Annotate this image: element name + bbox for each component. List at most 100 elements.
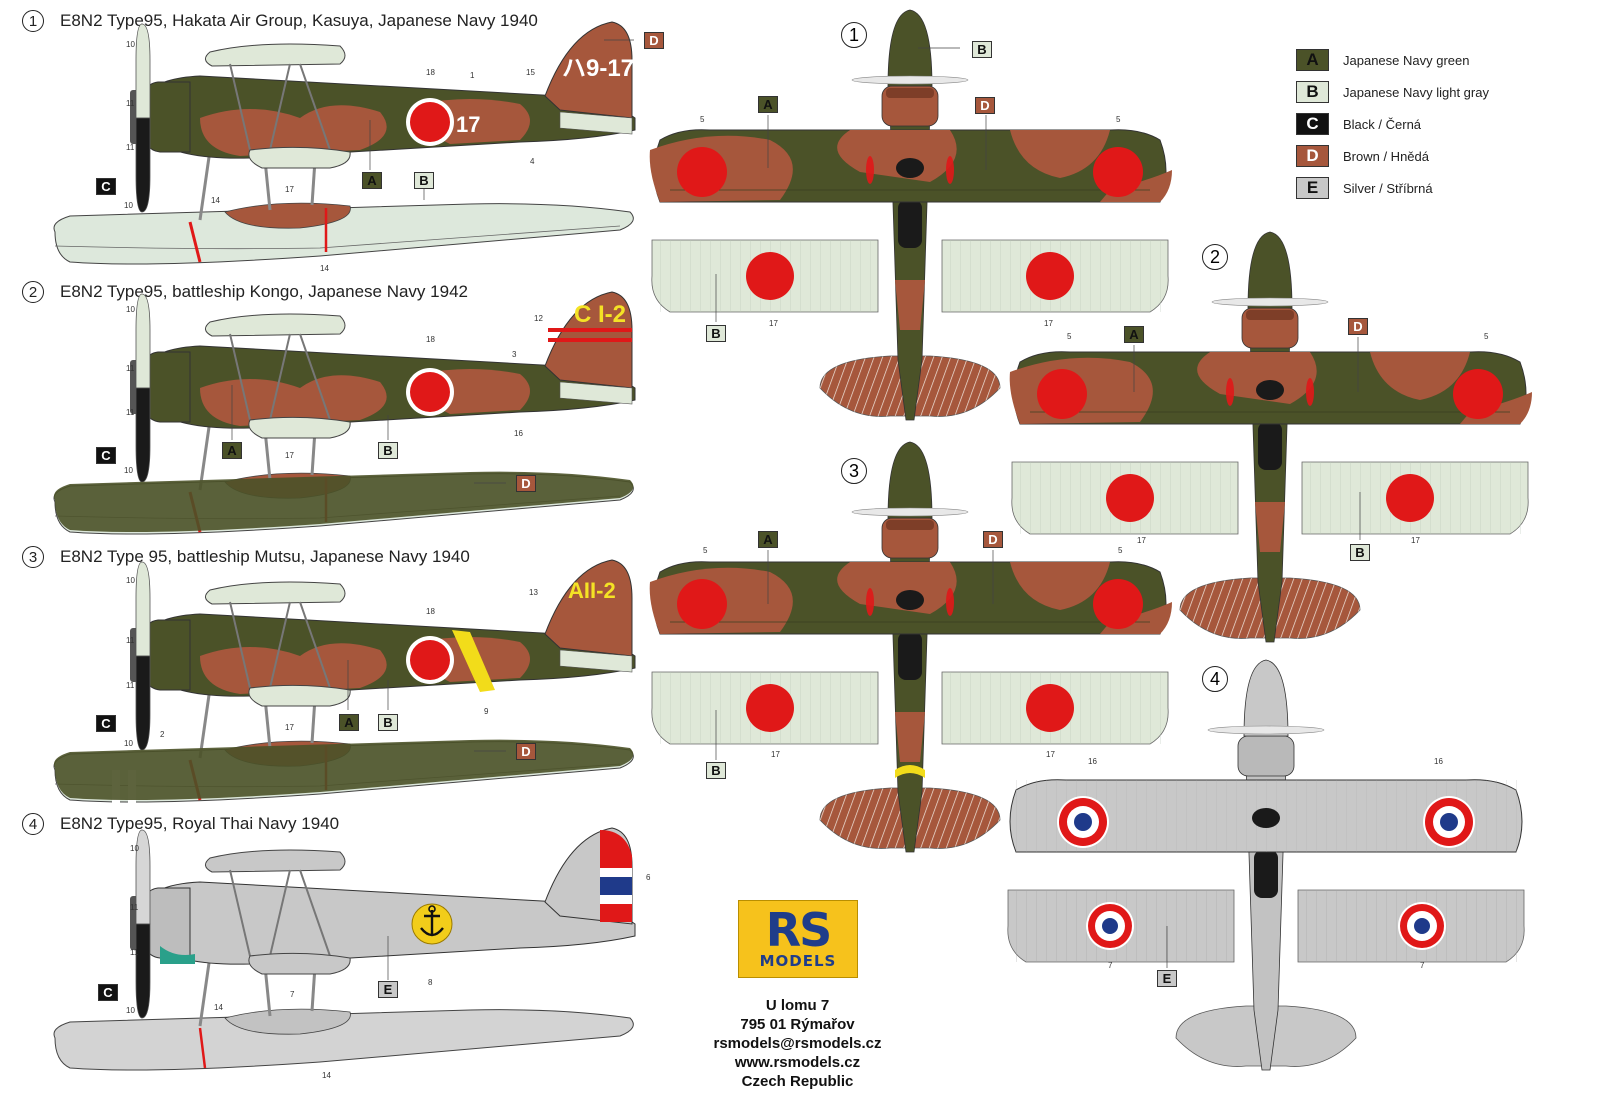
red-tail-stripe (548, 328, 632, 332)
color-tag-c: C (96, 178, 116, 195)
callout-number: 17 (769, 319, 778, 328)
profile-number-badge: 2 (22, 281, 44, 303)
rs-models-logo: RS MODELS (738, 900, 858, 978)
legend-item: E Silver / Stříbrná (1296, 172, 1556, 204)
address-website[interactable]: www.rsmodels.cz (734, 1054, 861, 1071)
callout-number: 10 (124, 739, 133, 748)
callout-number: 14 (214, 1003, 223, 1012)
callout-number: 11 (126, 364, 135, 373)
callout-number: 17 (1137, 536, 1146, 545)
address-street: U lomu 7 (765, 997, 830, 1014)
yellow-fuselage-band (452, 630, 495, 692)
tail-code-3: AII-2 (568, 578, 616, 603)
callout-number: 11 (126, 636, 135, 645)
callout-number: 11 (130, 903, 139, 912)
profile-number-badge: 3 (22, 546, 44, 568)
color-tag-d: D (1348, 318, 1368, 335)
topview-number-4: 4 (1202, 666, 1228, 692)
callout-number: 11 (126, 143, 135, 152)
callout-number: 16 (514, 429, 523, 438)
callout-number: 7 (1108, 961, 1113, 970)
color-tag-a: A (758, 531, 778, 548)
legend-item: A Japanese Navy green (1296, 44, 1556, 76)
leader-lines (231, 39, 1361, 980)
color-tag-d: D (975, 97, 995, 114)
callout-number: 16 (1434, 757, 1443, 766)
profile-title: E8N2 Type95, Hakata Air Group, Kasuya, J… (60, 11, 538, 30)
legend-swatch: C (1296, 113, 1329, 135)
profile-title: E8N2 Type 95, battleship Mutsu, Japanese… (60, 547, 470, 566)
callout-number: 18 (426, 607, 435, 616)
address-country: Czech Republic (741, 1073, 854, 1090)
legend-swatch: E (1296, 177, 1329, 199)
callout-number: 17 (1046, 750, 1055, 759)
camo-float-3 (54, 739, 634, 800)
callout-number: 17 (285, 723, 294, 732)
topview-number-2: 2 (1202, 244, 1228, 270)
callout-number: 8 (428, 978, 433, 987)
color-tag-c: C (96, 447, 116, 464)
profile-title: E8N2 Type95, battleship Kongo, Japanese … (60, 282, 468, 301)
color-tag-d: D (983, 531, 1003, 548)
color-tag-a: A (1124, 326, 1144, 343)
profile-number-badge: 1 (22, 10, 44, 32)
legend-item: D Brown / Hnědá (1296, 140, 1556, 172)
callout-number: 18 (426, 335, 435, 344)
address-email[interactable]: rsmodels@rsmodels.cz (713, 1035, 882, 1052)
color-tag-b: B (414, 172, 434, 189)
callout-number: 1 (470, 71, 475, 80)
callout-number: 5 (1116, 115, 1121, 124)
callout-number: 3 (512, 350, 517, 359)
topview-number-1: 1 (841, 22, 867, 48)
color-tag-b: B (706, 762, 726, 779)
callout-number: 14 (211, 196, 220, 205)
callout-number: 5 (1118, 546, 1123, 555)
color-tag-e: E (378, 981, 398, 998)
callout-number: 12 (534, 314, 543, 323)
legend-swatch: A (1296, 49, 1329, 71)
callout-number: 17 (285, 451, 294, 460)
red-tail-stripe (548, 338, 632, 342)
legend-label: Silver / Stříbrná (1343, 180, 1433, 196)
profile-caption-1: 1 E8N2 Type95, Hakata Air Group, Kasuya,… (22, 8, 538, 34)
callout-number: 16 (1088, 757, 1097, 766)
color-tag-d: D (516, 743, 536, 760)
legend-label: Japanese Navy green (1343, 52, 1470, 68)
color-tag-d: D (644, 32, 664, 49)
callout-number: 5 (1067, 332, 1072, 341)
color-legend: A Japanese Navy green B Japanese Navy li… (1296, 44, 1556, 204)
callout-number: 10 (130, 844, 139, 853)
color-tag-c: C (98, 984, 118, 1001)
color-tag-b: B (378, 442, 398, 459)
callout-number: 10 (126, 1006, 135, 1015)
callout-number: 10 (124, 201, 133, 210)
callout-number: 4 (530, 157, 535, 166)
color-tag-d: D (516, 475, 536, 492)
callout-number: 5 (1484, 332, 1489, 341)
legend-swatch: B (1296, 81, 1329, 103)
color-tag-c: C (96, 715, 116, 732)
profile-caption-3: 3 E8N2 Type 95, battleship Mutsu, Japane… (22, 544, 470, 570)
legend-swatch: D (1296, 145, 1329, 167)
fuselage-code-1: 17 (456, 112, 480, 137)
side-profile-1 (52, 20, 637, 266)
callout-number: 17 (771, 750, 780, 759)
callout-number: 7 (290, 990, 295, 999)
address-city: 795 01 Rýmařov (740, 1016, 855, 1033)
callout-number: 2 (160, 730, 165, 739)
color-tag-a: A (339, 714, 359, 731)
callout-number: 7 (1420, 961, 1425, 970)
legend-item: B Japanese Navy light gray (1296, 76, 1556, 108)
callout-number: 11 (130, 948, 139, 957)
callout-number: 14 (320, 264, 329, 273)
callout-number: 11 (126, 681, 135, 690)
callout-number: 10 (126, 40, 135, 49)
callout-number: 11 (126, 408, 135, 417)
callout-number: 10 (124, 466, 133, 475)
color-tag-b: B (378, 714, 398, 731)
callout-number: 17 (1411, 536, 1420, 545)
callout-number: 10 (126, 305, 135, 314)
logo-models: MODELS (759, 952, 837, 970)
legend-item: C Black / Černá (1296, 108, 1556, 140)
callout-number: 11 (126, 99, 135, 108)
